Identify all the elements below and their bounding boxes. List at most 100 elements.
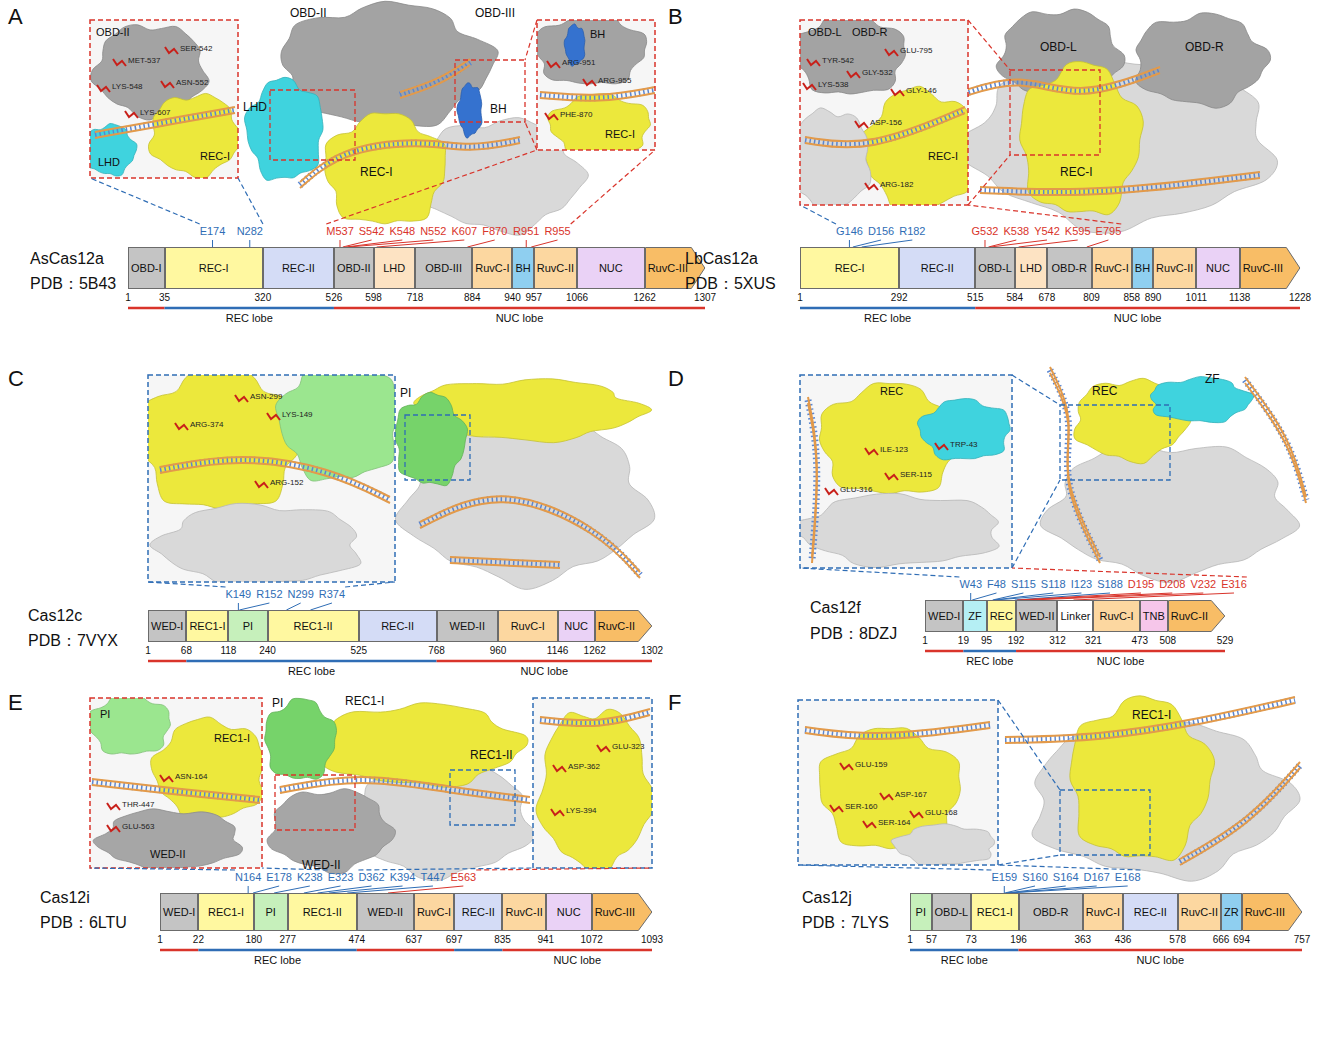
mutation-site: K548 bbox=[389, 225, 415, 238]
domain-box: RuvC-II bbox=[1168, 600, 1225, 632]
annotation-text: AsCas12a bbox=[30, 249, 104, 268]
protein-surface bbox=[148, 375, 300, 509]
structure-panel bbox=[89, 694, 655, 881]
residue-number: 884 bbox=[464, 292, 481, 304]
domain-box: REC-II bbox=[359, 610, 437, 642]
domain-box: RuvC-I bbox=[472, 247, 512, 289]
domain-name: RuvC-II bbox=[1171, 611, 1208, 622]
protein-surface bbox=[267, 789, 395, 874]
domain-name: RuvC-III bbox=[595, 907, 635, 918]
domain-box: REC-II bbox=[263, 247, 334, 289]
domain-box: RuvC-II bbox=[1153, 247, 1196, 289]
residue-stick bbox=[107, 803, 120, 810]
annotation-text: PDB：7LYS bbox=[802, 913, 889, 932]
focus-box bbox=[275, 775, 355, 830]
domain-box: TNB bbox=[1140, 600, 1168, 632]
protein-surface bbox=[537, 20, 647, 84]
zoom-guide bbox=[90, 178, 200, 224]
annotation-text: OBD-L bbox=[1040, 40, 1077, 54]
domain-box: RuvC-II bbox=[1178, 893, 1221, 931]
arrow-outline bbox=[1168, 601, 1224, 632]
lobe-bar bbox=[800, 307, 975, 310]
residue-stick bbox=[255, 481, 268, 488]
annotation-text: PI bbox=[100, 708, 110, 721]
domain-name: NUC bbox=[1206, 263, 1230, 274]
residue-stick bbox=[935, 443, 948, 450]
structure-panel bbox=[85, 1, 655, 235]
domain-name: PI bbox=[916, 907, 926, 918]
dna-helix bbox=[805, 722, 990, 739]
mutation-site: K607 bbox=[451, 225, 477, 238]
residue-number: 1072 bbox=[581, 934, 603, 946]
domain-box: RuvC-II bbox=[534, 247, 577, 289]
lobe-bar bbox=[357, 949, 454, 952]
zoom-guide bbox=[798, 865, 991, 870]
domain-name: RuvC-I bbox=[417, 907, 451, 918]
domain-name: LHD bbox=[383, 263, 405, 274]
dna-helix bbox=[805, 107, 965, 147]
lobe-name: NUC lobe bbox=[496, 312, 544, 325]
protein-surface bbox=[548, 94, 651, 150]
domain-box: REC1-I bbox=[971, 893, 1018, 931]
domain-box: OBD-III bbox=[415, 247, 472, 289]
domain-box: Linker bbox=[1057, 600, 1093, 632]
dna-strand bbox=[300, 143, 520, 188]
residue-number: 835 bbox=[494, 934, 511, 946]
mutation-site: S160 bbox=[1022, 871, 1048, 884]
domain-name: REC1-I bbox=[189, 621, 225, 632]
domain-name: WED-I bbox=[928, 611, 960, 622]
domain-name: OBD-R bbox=[1033, 907, 1068, 918]
domain-box: RuvC-I bbox=[1083, 893, 1123, 931]
mutation-site: E178 bbox=[266, 871, 292, 884]
residue-label: ASN-299 bbox=[250, 392, 282, 402]
site-leader bbox=[286, 603, 300, 610]
dna-strand bbox=[1005, 697, 1295, 737]
annotation-text: Cas12j bbox=[802, 888, 852, 907]
residue-number: 697 bbox=[446, 934, 463, 946]
annotation-text: LbCas12a bbox=[685, 249, 758, 268]
mutation-site: K238 bbox=[297, 871, 323, 884]
dna-helix bbox=[300, 137, 520, 188]
residue-number: 757 bbox=[1294, 934, 1311, 946]
dna-helix bbox=[400, 59, 470, 98]
residue-label: ASP-156 bbox=[870, 118, 902, 128]
lobe-bar bbox=[128, 307, 165, 310]
domain-box: OBD-R bbox=[1047, 247, 1092, 289]
dna-strand bbox=[400, 59, 470, 92]
site-leader bbox=[970, 593, 971, 600]
mutation-site: N164 bbox=[235, 871, 261, 884]
lobe-bar bbox=[963, 650, 1016, 653]
protein-surface bbox=[325, 113, 446, 224]
dna-strand bbox=[1180, 762, 1300, 859]
inset-border bbox=[800, 20, 968, 205]
residue-number: 1228 bbox=[1289, 292, 1311, 304]
mutation-site: N299 bbox=[288, 588, 314, 601]
lobe-bar bbox=[910, 949, 1019, 952]
zoom-guide bbox=[1012, 480, 1060, 568]
annotation-text: REC1-II bbox=[470, 748, 513, 762]
domain-box: OBD-R bbox=[1019, 893, 1083, 931]
zoom-guide bbox=[968, 155, 1010, 205]
domain-box: WED-I bbox=[925, 600, 963, 632]
mutation-site: K538 bbox=[1003, 225, 1029, 238]
site-leader bbox=[467, 240, 494, 247]
residue-label: LYS-548 bbox=[112, 82, 143, 92]
residue-label: GLU-563 bbox=[122, 822, 154, 832]
residue-number: 19 bbox=[958, 635, 969, 647]
site-leader bbox=[212, 240, 213, 247]
domain-box: RuvC-III bbox=[1240, 247, 1300, 289]
site-leader bbox=[1073, 593, 1234, 600]
domain-name: RuvC-I bbox=[511, 621, 545, 632]
zoom-guide bbox=[968, 20, 1010, 70]
domain-box: WED-I bbox=[148, 610, 186, 642]
dna-helix bbox=[960, 67, 1160, 98]
domain-box: RuvC-I bbox=[414, 893, 454, 931]
residue-stick bbox=[175, 423, 188, 430]
residue-label: PHE-870 bbox=[560, 110, 592, 120]
domain-box: REC-II bbox=[1123, 893, 1178, 931]
site-leader bbox=[849, 240, 850, 247]
site-leader bbox=[984, 240, 985, 247]
domain-box: REC1-I bbox=[198, 893, 253, 931]
site-leader bbox=[274, 886, 310, 893]
annotation-text: D bbox=[668, 366, 684, 392]
